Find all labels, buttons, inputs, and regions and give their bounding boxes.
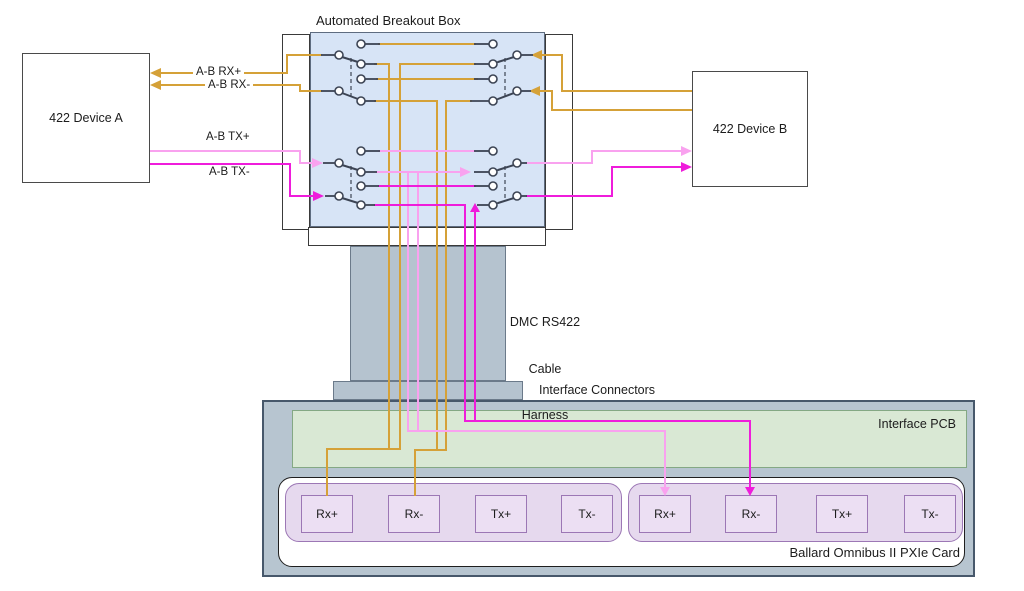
pxie-card-label: Ballard Omnibus II PXIe Card — [789, 545, 960, 560]
cable-harness-body — [350, 246, 506, 381]
signal-label-rx-minus: A-B RX- — [205, 79, 254, 91]
pin-label: Tx+ — [490, 507, 512, 521]
pin-ch2-tx-minus: Tx- — [904, 495, 956, 533]
pin-ch1-rx-minus: Rx- — [388, 495, 440, 533]
device-a-label: 422 Device A — [49, 111, 123, 125]
pin-ch2-tx-plus: Tx+ — [816, 495, 868, 533]
interface-connectors-label: Interface Connectors — [539, 383, 656, 397]
pin-label: Tx- — [578, 507, 596, 521]
signal-label-tx-minus: A-B TX- — [206, 166, 253, 178]
device-b-box: 422 Device B — [692, 71, 808, 187]
pin-ch2-rx-plus: Rx+ — [639, 495, 691, 533]
pin-ch1-tx-plus: Tx+ — [475, 495, 527, 533]
breakout-right-connector — [545, 34, 573, 230]
harness-label: DMC RS422 Cable Harness — [495, 284, 595, 455]
tx-minus-arrow-into-b — [681, 162, 692, 172]
pin-label: Rx- — [404, 507, 424, 521]
pin-label: Tx- — [921, 507, 939, 521]
rx-minus-arrow-into-a — [150, 80, 161, 90]
breakout-box-title: Automated Breakout Box — [316, 13, 461, 28]
device-b-label: 422 Device B — [712, 122, 788, 136]
harness-label-line2: Cable — [528, 361, 562, 376]
breakout-box — [310, 32, 545, 227]
pin-label: Rx+ — [316, 507, 338, 521]
pin-label: Tx+ — [831, 507, 853, 521]
breakout-left-connector — [282, 34, 310, 230]
harness-label-line3: Harness — [521, 408, 569, 422]
tx-plus-arrow-into-b — [681, 146, 692, 156]
pin-ch1-rx-plus: Rx+ — [301, 495, 353, 533]
pin-ch2-rx-minus: Rx- — [725, 495, 777, 533]
rx-plus-arrow-into-a — [150, 68, 161, 78]
pin-ch1-tx-minus: Tx- — [561, 495, 613, 533]
interface-pcb-label: Interface PCB — [878, 417, 956, 431]
pin-label: Rx- — [741, 507, 761, 521]
signal-label-tx-plus: A-B TX+ — [203, 131, 253, 143]
pin-label: Rx+ — [654, 507, 676, 521]
device-a-box: 422 Device A — [22, 53, 150, 183]
harness-label-line1: DMC RS422 — [509, 315, 581, 329]
breakout-bottom-flange — [308, 227, 546, 246]
signal-label-rx-plus: A-B RX+ — [193, 66, 245, 78]
